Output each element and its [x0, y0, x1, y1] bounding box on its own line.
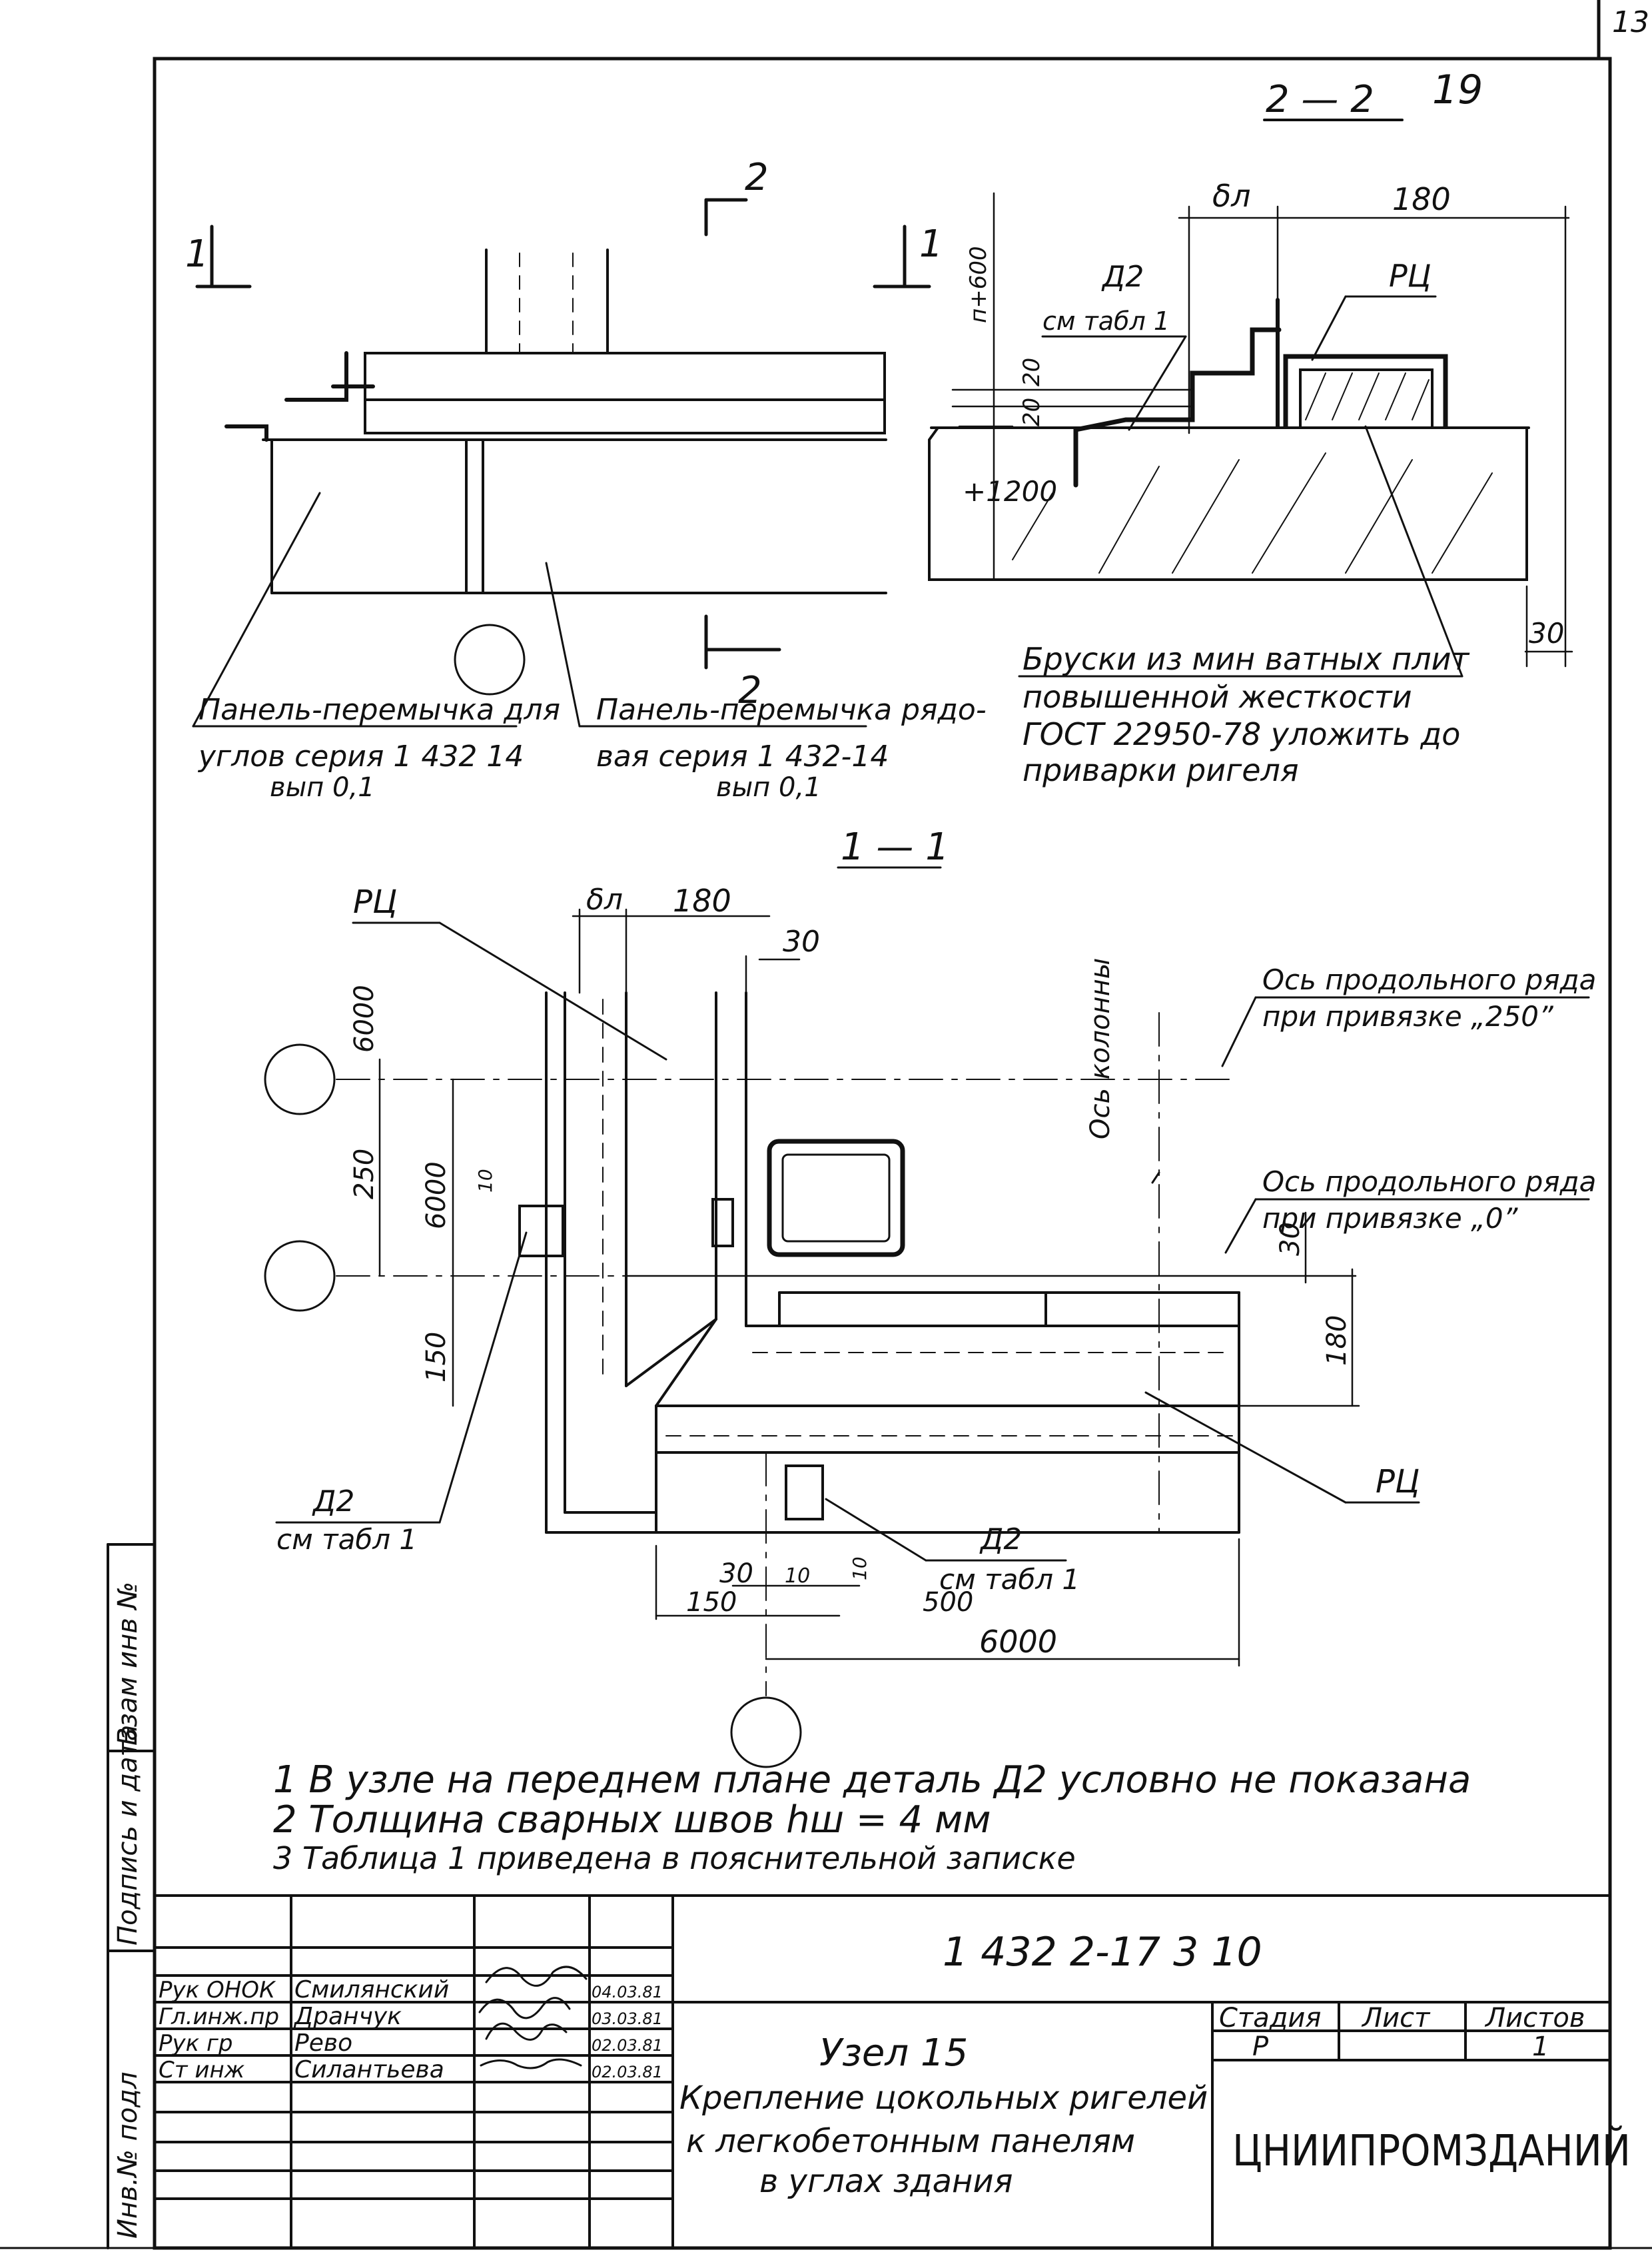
sig-date-1: 04.03.81 — [592, 1983, 663, 2001]
dim-n600: п+600 — [965, 246, 992, 323]
label-d2-plan-bottom: Д2 — [979, 1522, 1022, 1556]
margin-inv-podl: Инв.№ подл — [113, 2071, 143, 2239]
sheets-header: Листов — [1484, 2003, 1585, 2033]
sig-date-2: 03.03.81 — [592, 2009, 663, 2028]
dim-6000-mid: 6000 — [421, 1161, 452, 1229]
plan-view-1-1 — [264, 908, 1590, 1768]
stage-value: Р — [1252, 2031, 1269, 2062]
dim-180-right: 180 — [1322, 1315, 1352, 1366]
marker-circle-upper — [264, 1043, 336, 1115]
desc-line-3: в углах здания — [759, 2163, 1013, 2200]
section-label-1-1: 1 — 1 — [841, 826, 949, 869]
sig-name-3: Рево — [294, 2029, 352, 2057]
dim-20b: 20 — [1019, 398, 1045, 426]
organization: ЦНИИПРОМЗДАНИЙ — [1232, 2125, 1631, 2176]
sig-name-4: Силантьева — [294, 2056, 444, 2083]
margin-podpis-data: Подпись и дата — [113, 1725, 143, 1946]
dim-bl-top: δл — [1212, 178, 1251, 214]
dim-bl-plan: δл — [586, 883, 623, 917]
panel-row-line-1: Панель-перемычка рядо- — [596, 693, 987, 727]
sig-name-2: Дранчук — [293, 2003, 402, 2030]
label-d2-plan-left-ref: см табл 1 — [276, 1523, 417, 1556]
signatures — [478, 1966, 588, 2069]
label-rc-plan-top: РЦ — [353, 883, 397, 921]
margin-vzam-inv: Взам инв № — [113, 1582, 143, 1746]
dim-10-bottom-b: 10 — [849, 1556, 871, 1580]
dim-30-right: 30 — [1275, 1222, 1306, 1256]
dim-150-plan: 150 — [421, 1332, 452, 1383]
cut-marker-1-right: 1 — [919, 223, 943, 266]
elevation-view — [192, 198, 942, 869]
desc-line-1: Крепление цокольных ригелей — [679, 2079, 1208, 2117]
stage-header: Стадия — [1219, 2003, 1321, 2033]
left-margin-strip — [107, 1543, 156, 2249]
dim-plus1200: +1200 — [963, 475, 1057, 508]
dim-6000-left: 6000 — [349, 985, 380, 1053]
corner-mark: 13 — [1612, 5, 1649, 39]
label-d2-plan-left: Д2 — [312, 1484, 354, 1518]
sig-role-1: Рук ОНОК — [159, 1977, 276, 2003]
note-2: 2 Толщина сварных швов hш = 4 мм — [273, 1798, 991, 1842]
axis-250-line-1: Ось продольного ряда — [1262, 963, 1596, 996]
marker-circle-lower — [264, 1240, 336, 1312]
panel-corner-line-1: Панель-перемычка для — [199, 693, 560, 727]
dim-6000-bottom: 6000 — [979, 1624, 1057, 1660]
desc-line-2: к легкобетонным панелям — [686, 2123, 1135, 2160]
cut-marker-2-bottom: 2 — [738, 669, 762, 712]
panel-corner-line-3: вып 0,1 — [270, 772, 375, 803]
dim-30-plan: 30 — [783, 925, 820, 959]
bars-note-line-3: ГОСТ 22950-78 уложить до — [1023, 716, 1460, 752]
sig-date-4: 02.03.81 — [592, 2063, 663, 2081]
node-title: Узел 15 — [819, 2031, 968, 2075]
column-axis-label: Ось колонны — [1085, 958, 1116, 1139]
label-d2-top-ref: см табл 1 — [1042, 306, 1170, 336]
sheet-header: Лист — [1361, 2003, 1431, 2033]
dim-10-plan: 10 — [474, 1169, 496, 1193]
note-1: 1 В узле на переднем плане деталь Д2 усл… — [273, 1758, 1471, 1802]
panel-row-line-3: вып 0,1 — [716, 772, 821, 803]
dim-250: 250 — [349, 1149, 380, 1199]
sig-role-2: Гл.инж.пр — [159, 2003, 279, 2030]
axis-0-line-2: при привязке „0” — [1262, 1202, 1519, 1235]
section-label-2-2: 2 — 2 — [1266, 78, 1374, 121]
sheet-number: 19 — [1432, 67, 1483, 113]
sig-role-3: Рук гр — [159, 2030, 232, 2057]
dim-30-bottom: 30 — [719, 1558, 753, 1589]
sig-name-1: Смилянский — [294, 1976, 449, 2003]
sig-role-4: Ст инж — [159, 2057, 245, 2083]
bars-note-line-1: Бруски из мин ватных плит — [1023, 641, 1470, 677]
dim-180-top: 180 — [1392, 181, 1451, 217]
dim-10-bottom-a: 10 — [785, 1564, 810, 1588]
drawing-code: 1 432 2-17 3 10 — [943, 1929, 1262, 1976]
dim-500: 500 — [923, 1587, 973, 1618]
cut-marker-2-top: 2 — [745, 156, 769, 199]
section-2-2-view — [928, 119, 1573, 678]
axis-0-line-1: Ось продольного ряда — [1262, 1165, 1596, 1198]
bars-note-line-4: приварки ригеля — [1023, 752, 1299, 788]
label-rc-top: РЦ — [1389, 258, 1431, 294]
label-d2-top: Д2 — [1101, 260, 1144, 294]
axis-250-line-2: при привязке „250” — [1262, 1000, 1554, 1033]
marker-circle-bottom — [730, 1696, 802, 1768]
note-3: 3 Таблица 1 приведена в пояснительной за… — [273, 1840, 1076, 1876]
title-block-grid — [153, 1894, 1611, 2249]
panel-row-line-2: вая серия 1 432-14 — [596, 740, 889, 774]
sheets-value: 1 — [1532, 2031, 1549, 2062]
label-rc-plan-right: РЦ — [1376, 1463, 1420, 1500]
dim-150-bottom: 150 — [686, 1587, 737, 1618]
cut-marker-1-left: 1 — [185, 233, 209, 276]
dim-180-plan: 180 — [673, 883, 731, 919]
dim-30-top: 30 — [1529, 617, 1564, 650]
panel-corner-line-2: углов серия 1 432 14 — [197, 740, 524, 774]
sig-date-3: 02.03.81 — [592, 2036, 663, 2055]
marker-circle-elevation — [454, 624, 526, 696]
label-d2-plan-bottom-ref: см табл 1 — [939, 1563, 1080, 1596]
dim-20a: 20 — [1019, 358, 1045, 386]
bars-note-line-2: повышенной жесткости — [1023, 679, 1412, 715]
